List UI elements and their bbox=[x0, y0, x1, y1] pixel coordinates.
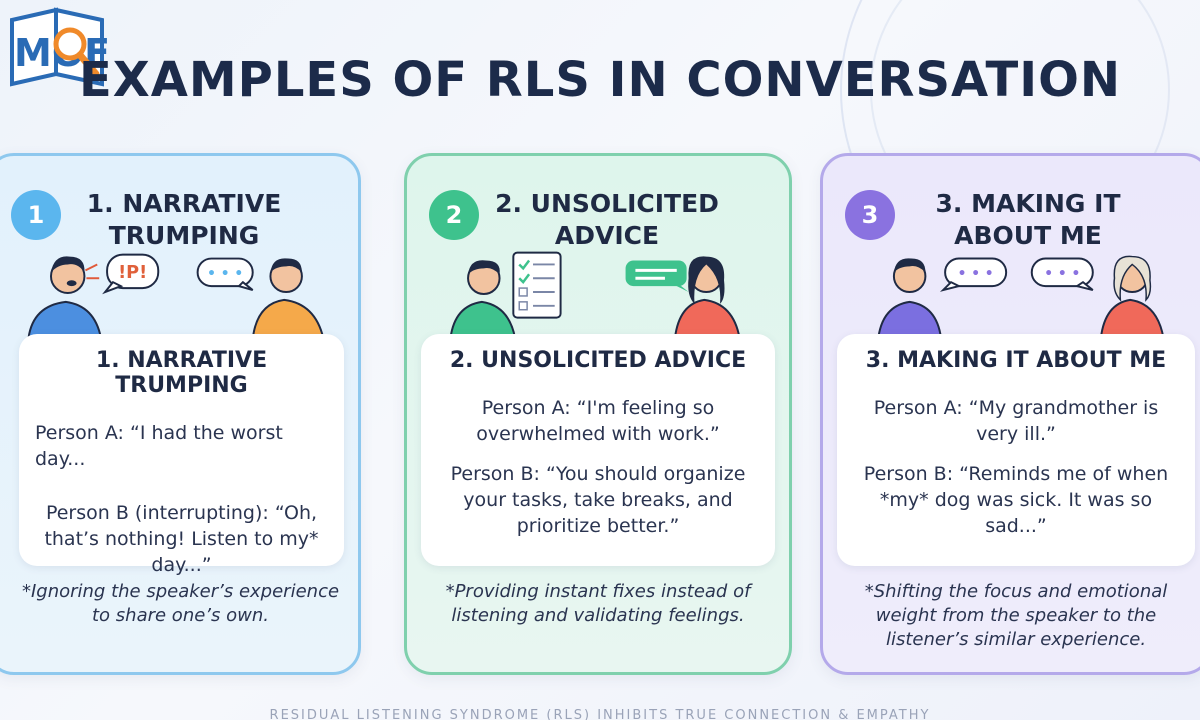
dialogue-box: 2. UNSOLICITED ADVICE Person A: “I'm fee… bbox=[421, 334, 775, 566]
number-badge: 3 bbox=[845, 190, 895, 240]
right-dots-bubble-text: • • • bbox=[1044, 266, 1080, 282]
number-badge: 1 bbox=[11, 190, 61, 240]
card-heading: 1. NARRATIVE TRUMPING bbox=[86, 189, 282, 250]
person-b-line: Person B (interrupting): “Oh, that’s not… bbox=[44, 502, 319, 576]
card-heading: 2. UNSOLICITED ADVICE bbox=[495, 189, 719, 250]
card-footnote: *Providing instant fixes instead of list… bbox=[445, 581, 751, 626]
exclaim-bubble-text: !P! bbox=[118, 263, 147, 283]
card-footnote: *Ignoring the speaker’s experience to sh… bbox=[21, 581, 340, 626]
person-b-line: Person B: “Reminds me of when *my* dog w… bbox=[863, 463, 1169, 537]
dialogue-box: 1. NARRATIVE TRUMPING Person A: “I had t… bbox=[19, 334, 344, 576]
card-making-it-about-me: 3 3. MAKING IT ABOUT ME • • • • • • 3. M… bbox=[820, 153, 1200, 675]
dialogue-title: 1. NARRATIVE TRUMPING bbox=[95, 348, 268, 398]
number-badge: 2 bbox=[429, 190, 479, 240]
thinking-people-illustration: • • • • • • bbox=[877, 255, 1165, 338]
interrupting-people-illustration: !P! • • • bbox=[27, 253, 325, 338]
book-magnifier-logo: MOF bbox=[10, 7, 110, 87]
page-title: EXAMPLES OF RLS IN CONVERSATION bbox=[78, 52, 1122, 108]
advice-checklist-illustration bbox=[449, 251, 741, 338]
dialogue-title: 3. MAKING IT ABOUT ME bbox=[865, 348, 1167, 373]
card-heading: 3. MAKING IT ABOUT ME bbox=[935, 189, 1121, 250]
person-a-line: Person A: “My grandmother is very ill.” bbox=[873, 397, 1159, 445]
dialogue-title: 2. UNSOLICITED ADVICE bbox=[449, 348, 747, 373]
card-narrative-trumping: 1 1. NARRATIVE TRUMPING !P! • • • 1. NAR… bbox=[0, 153, 361, 675]
card-unsolicited-advice: 2 2. UNSOLICITED ADVICE 2. UNSOLICITED A… bbox=[404, 153, 792, 675]
person-a-line: Person A: “I'm feeling so overwhelmed wi… bbox=[476, 397, 720, 445]
left-dots-bubble-text: • • • bbox=[958, 266, 994, 282]
dialogue-box: 3. MAKING IT ABOUT ME Person A: “My gran… bbox=[837, 334, 1195, 566]
dots-bubble-text: • • • bbox=[207, 266, 243, 282]
person-b-line: Person B: “You should organize your task… bbox=[450, 463, 746, 537]
person-a-line: Person A: “I had the worst day... bbox=[35, 422, 283, 470]
card-footnote: *Shifting the focus and emotional weight… bbox=[864, 581, 1168, 650]
bottom-caption: RESIDUAL LISTENING SYNDROME (RLS) INHIBI… bbox=[269, 708, 931, 720]
